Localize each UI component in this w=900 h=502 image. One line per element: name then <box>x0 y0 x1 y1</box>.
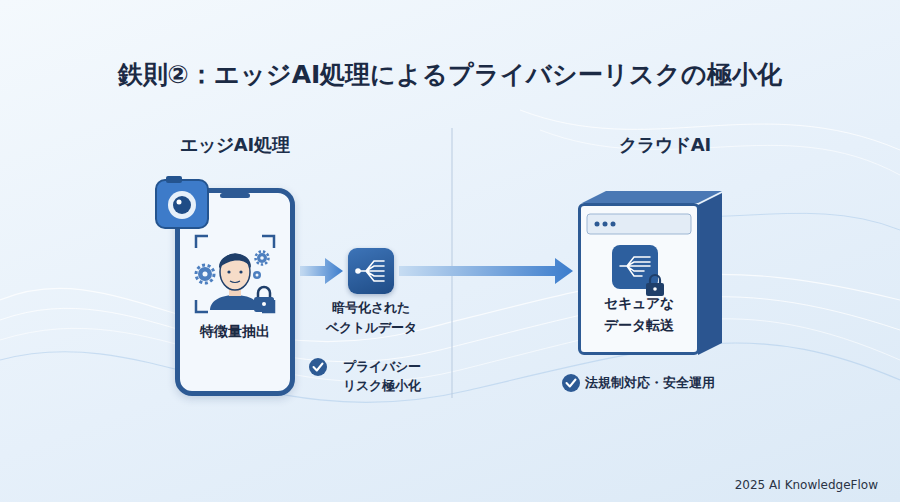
vector-glyph <box>356 261 384 281</box>
wave-lines-blue <box>0 200 900 402</box>
head <box>220 254 250 290</box>
wave-line <box>540 130 900 175</box>
flow-arrow <box>300 258 343 284</box>
check-note: 法規制対応・安全運用 <box>585 373 755 393</box>
node-text: 暗号化された ベクトルデータ <box>316 298 426 338</box>
scan-brackets <box>196 236 274 312</box>
check-icon <box>562 374 580 392</box>
network-lines <box>358 261 384 281</box>
wave-line <box>0 274 900 341</box>
server-chip-icon <box>612 245 664 296</box>
lock-keyhole <box>262 302 266 306</box>
camera-body <box>156 180 208 228</box>
phone-node: 特徴量抽出 <box>175 188 295 396</box>
check-icon <box>309 358 327 376</box>
phone-notch <box>220 193 250 198</box>
eye <box>239 270 242 273</box>
shoulders <box>210 295 260 310</box>
network-dot <box>356 269 360 273</box>
camera-icon <box>156 176 208 228</box>
bracket <box>196 236 208 248</box>
neck <box>229 288 241 296</box>
gear-hole <box>256 274 259 277</box>
camera-lens <box>173 196 191 214</box>
hair <box>219 254 251 268</box>
gear-teeth <box>196 265 214 283</box>
diagram-title: 鉄則②：エッジAI処理によるプライバシーリスクの極小化 <box>0 58 900 92</box>
flow-arrow <box>399 258 573 284</box>
gear-hole <box>203 272 208 277</box>
check-mark <box>567 380 576 387</box>
camera-top <box>166 176 182 183</box>
camera-glint <box>177 200 182 205</box>
wave-line <box>0 297 900 362</box>
bracket <box>262 300 274 312</box>
wave-line <box>600 200 900 230</box>
lock-shackle <box>258 287 270 298</box>
section-heading: クラウドAI <box>565 132 765 158</box>
server-led <box>611 222 616 227</box>
check-mark <box>314 364 323 371</box>
wave-line <box>0 343 900 402</box>
node-text: 特徴量抽出 <box>175 321 295 341</box>
camera-lens-ring <box>168 191 196 219</box>
server-led <box>595 222 600 227</box>
server-top <box>582 191 722 203</box>
vector-data-node: 暗号化された ベクトルデータ <box>348 248 394 294</box>
server-node: セキュアな データ転送 <box>578 203 700 355</box>
gear <box>253 271 261 279</box>
gear-icons <box>196 252 269 284</box>
eye <box>227 270 230 273</box>
chip <box>612 245 658 289</box>
check-circle <box>309 358 327 376</box>
face-icon <box>210 254 260 310</box>
gear-hole <box>260 256 264 260</box>
section-divider <box>452 128 453 398</box>
server-bar <box>587 214 691 234</box>
node-text: セキュアな データ転送 <box>578 292 700 336</box>
mouth <box>230 281 240 283</box>
bracket <box>262 236 274 248</box>
lock-icon <box>254 287 274 312</box>
wave-lines <box>0 110 900 382</box>
footer-credit: 2025 AI KnowledgeFlow <box>680 476 878 494</box>
lock-body <box>646 283 664 296</box>
wave-line <box>0 319 900 382</box>
section-heading: エッジAI処理 <box>135 132 335 158</box>
gear <box>198 267 212 281</box>
server-led <box>603 222 608 227</box>
lock-shackle <box>650 275 660 284</box>
server-panel <box>587 214 691 234</box>
bracket <box>196 300 208 312</box>
check-circle <box>562 374 580 392</box>
gear <box>257 253 267 263</box>
server-side <box>698 193 722 355</box>
gear-teeth <box>256 252 269 265</box>
network-lines <box>620 257 650 276</box>
check-note: プライバシー リスク極小化 <box>332 357 432 395</box>
lock-body <box>254 297 274 312</box>
lock-keyhole <box>653 287 657 291</box>
